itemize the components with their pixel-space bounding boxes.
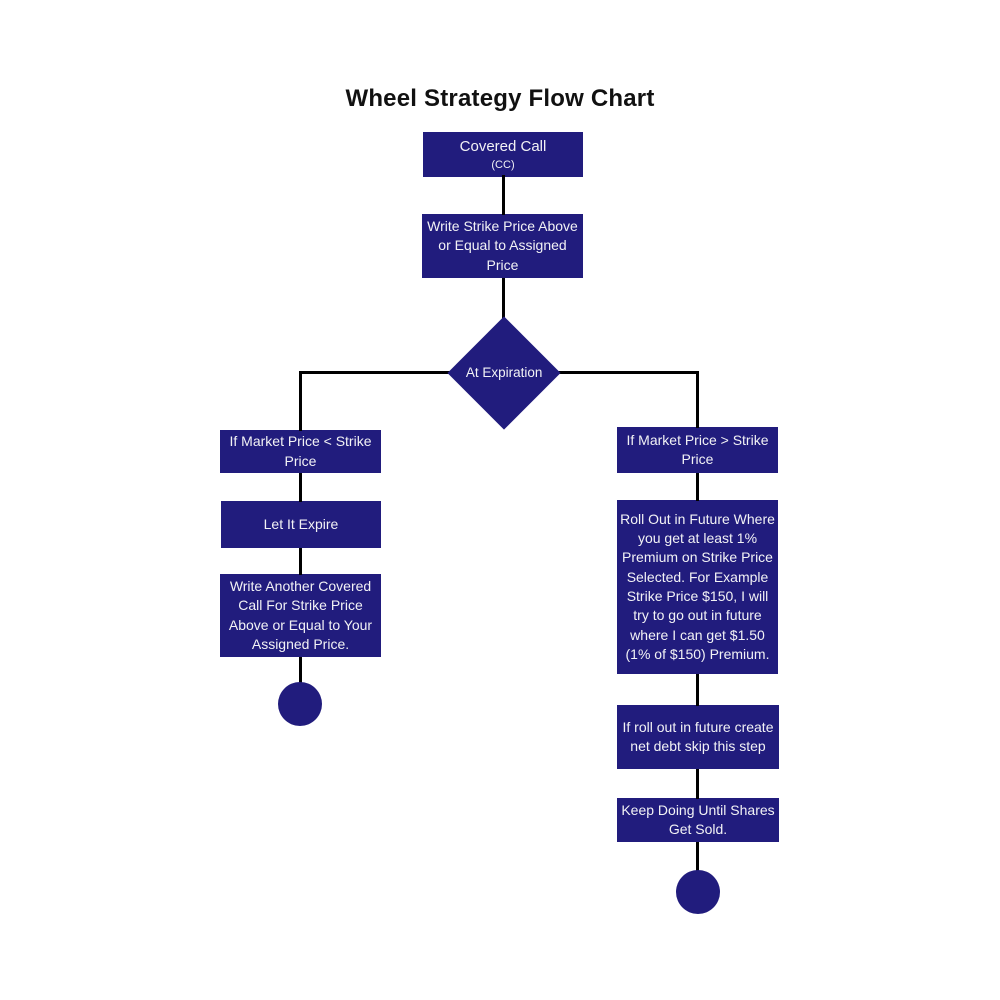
terminal-end-right — [676, 870, 720, 914]
node-at-expiration-label: At Expiration — [465, 365, 543, 381]
node-at-expiration-diamond: At Expiration — [447, 316, 561, 430]
node-market-above-strike: If Market Price > Strike Price — [617, 427, 778, 473]
node-let-it-expire: Let It Expire — [221, 501, 381, 548]
connector-keepdoing-to-end — [696, 842, 699, 873]
connector-left-cond-to-expire — [299, 473, 302, 502]
connector-right-cond-to-rollout — [696, 473, 699, 501]
node-net-debt-skip-label: If roll out in future create net debt sk… — [622, 718, 774, 754]
node-roll-out-future: Roll Out in Future Where you get at leas… — [617, 500, 778, 674]
node-market-below-strike: If Market Price < Strike Price — [220, 430, 381, 473]
node-market-below-strike-label: If Market Price < Strike Price — [229, 433, 372, 469]
node-let-it-expire-label: Let It Expire — [263, 515, 339, 532]
node-keep-doing-label: Keep Doing Until Shares Get Sold. — [621, 801, 775, 837]
connector-writeanother-to-end — [299, 657, 302, 686]
node-net-debt-skip: If roll out in future create net debt sk… — [617, 705, 779, 769]
node-write-strike: Write Strike Price Above or Equal to Ass… — [422, 214, 583, 278]
node-keep-doing: Keep Doing Until Shares Get Sold. — [617, 798, 779, 842]
page-title: Wheel Strategy Flow Chart — [345, 85, 655, 112]
node-covered-call: Covered Call (CC) — [423, 132, 583, 177]
connector-netdebt-to-keepdoing — [696, 769, 699, 799]
node-write-another-covered-call-label: Write Another Covered Call For Strike Pr… — [228, 577, 373, 652]
connector-write-to-diamond — [502, 278, 505, 320]
node-write-strike-label: Write Strike Price Above or Equal to Ass… — [427, 218, 578, 273]
node-covered-call-sublabel: (CC) — [491, 158, 515, 171]
node-write-another-covered-call: Write Another Covered Call For Strike Pr… — [220, 574, 381, 657]
terminal-end-left — [278, 682, 322, 726]
node-market-above-strike-label: If Market Price > Strike Price — [626, 431, 769, 467]
node-roll-out-future-label: Roll Out in Future Where you get at leas… — [620, 510, 775, 662]
connector-covered-to-write — [502, 175, 505, 215]
connector-right-branch-down — [696, 371, 699, 428]
node-covered-call-label: Covered Call — [459, 138, 547, 156]
connector-left-branch-down — [299, 371, 302, 431]
connector-expire-to-writeanother — [299, 548, 302, 575]
connector-rollout-to-netdebt — [696, 674, 699, 706]
